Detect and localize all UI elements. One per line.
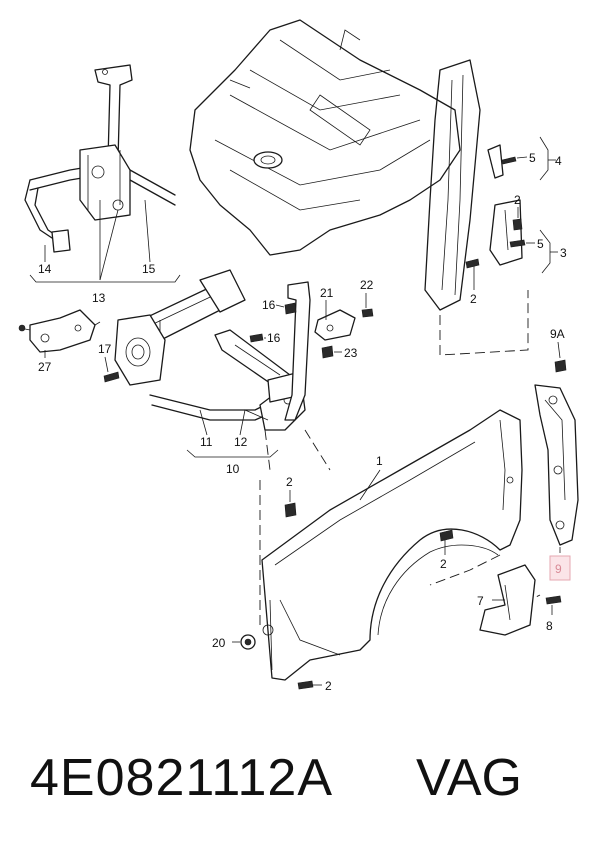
- bolt-8: [545, 595, 562, 605]
- callout-17: 17: [98, 342, 112, 356]
- callout-27: 27: [38, 360, 52, 374]
- callout-16a: 16: [262, 298, 276, 312]
- bolt-2b: [465, 258, 480, 269]
- callout-2e: 2: [325, 679, 332, 693]
- callout-20: 20: [212, 636, 226, 650]
- bolt-23: [321, 345, 334, 359]
- fender-liner-9: [534, 384, 579, 546]
- callout-11: 11: [200, 435, 213, 449]
- callout-2c: 2: [286, 475, 293, 489]
- bolt-17: [103, 371, 120, 383]
- callout-9: 9: [555, 562, 562, 576]
- callout-8: 8: [546, 619, 553, 633]
- callout-22: 22: [360, 278, 374, 292]
- callout-4: 4: [555, 154, 562, 168]
- callout-15: 15: [142, 262, 156, 276]
- callout-14: 14: [38, 262, 52, 276]
- suspension-bracket: [114, 314, 166, 386]
- hood-latch: [19, 309, 101, 353]
- lower-member-assembly: [149, 329, 306, 431]
- callout-21: 21: [320, 286, 334, 300]
- bolt-5a: [501, 156, 517, 165]
- bolt-22: [361, 308, 374, 318]
- callout-16b: 16: [267, 331, 281, 345]
- bolt-2e: [297, 680, 314, 690]
- assembly-guides: [259, 290, 541, 630]
- fasteners: [18, 156, 567, 690]
- strap-16: [284, 281, 311, 421]
- callout-23: 23: [344, 346, 358, 360]
- body-structure: [189, 19, 481, 311]
- bolt-9a: [554, 359, 567, 373]
- leader-lines: [29, 136, 561, 686]
- bolt-2d: [439, 529, 454, 542]
- part-number: 4E0821112A: [30, 749, 334, 807]
- fender: [261, 409, 523, 681]
- brand-name: VAG: [416, 749, 522, 807]
- callout-5a: 5: [529, 151, 536, 165]
- callout-9a: 9A: [550, 327, 565, 341]
- callout-labels: 5 4 2 5 3 2 9A 9 7 8 2 1 2 2 20 22 21 23…: [38, 151, 567, 693]
- footer: 4E0821112A VAG: [0, 748, 600, 828]
- callout-2b: 2: [470, 292, 477, 306]
- callout-9-highlight: [549, 555, 571, 581]
- bolt-5b: [509, 239, 526, 248]
- lower-bracket-7: [479, 564, 536, 636]
- parts-diagram: 5 4 2 5 3 2 9A 9 7 8 2 1 2 2 20 22 21 23…: [18, 19, 579, 693]
- fender-mount-bracket: [487, 144, 523, 266]
- callout-2d: 2: [440, 557, 447, 571]
- callout-5b: 5: [537, 237, 544, 251]
- bolt-2c: [284, 502, 297, 518]
- upper-bracket-21: [314, 309, 356, 341]
- callout-13: 13: [92, 291, 106, 305]
- lock-carrier-assembly: [24, 64, 176, 253]
- callout-1: 1: [376, 454, 383, 468]
- callout-12: 12: [234, 435, 248, 449]
- callout-10: 10: [226, 462, 240, 476]
- callout-3: 3: [560, 246, 567, 260]
- callout-2a: 2: [514, 193, 521, 207]
- bolt-16a: [284, 302, 297, 315]
- callout-7: 7: [477, 594, 484, 608]
- bolt-2a: [512, 218, 523, 231]
- bolt-16b: [249, 333, 264, 343]
